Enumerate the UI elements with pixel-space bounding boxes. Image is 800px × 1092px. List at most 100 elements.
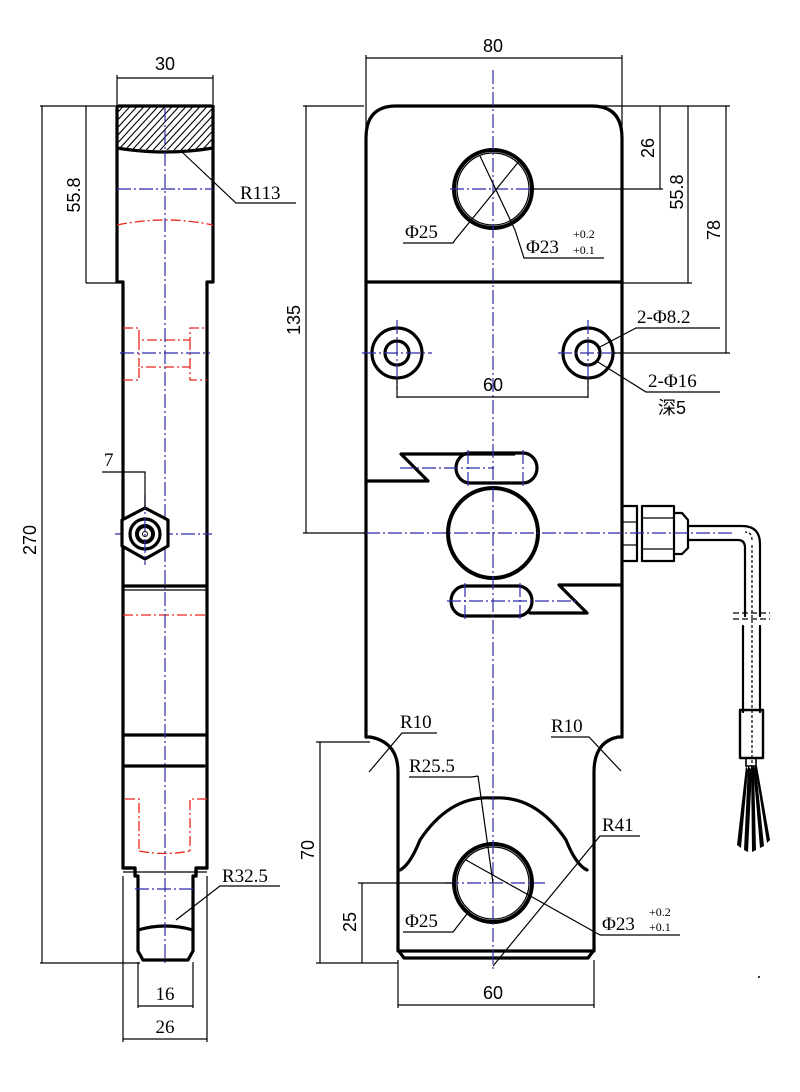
dim-label-width-30: 30 [155, 54, 175, 74]
dim-label-26: 26 [638, 138, 658, 158]
hatch-line [249, 100, 304, 160]
stray-dot [758, 976, 760, 978]
label-7: 7 [104, 450, 114, 471]
leader-r32-5: R32.5 [175, 866, 280, 921]
dim-width-60-mount: 60 [396, 375, 589, 398]
leader-r41: R41 [492, 815, 640, 967]
hatch-line [117, 106, 132, 122]
hatch-line [152, 106, 195, 150]
hatch-line [60, 100, 115, 160]
label-mount-depth: 深5 [658, 398, 686, 418]
dim-label-80: 80 [483, 36, 503, 56]
leader-mount-hole: 2-Φ8.2 2-Φ16 深5 [597, 307, 720, 418]
dim-width-16: 16 [137, 962, 194, 1008]
label-bottom-phi25: Φ25 [405, 911, 438, 932]
lower-slot-oval [449, 584, 534, 618]
label-r10-right: R10 [551, 716, 583, 737]
label-r41: R41 [602, 815, 634, 836]
cable-wires [737, 766, 770, 852]
front-bottom-block [364, 735, 624, 960]
dim-label-55-8-front: 55.8 [667, 174, 687, 209]
label-r10-left: R10 [400, 712, 432, 733]
bottom-hole-leader-line [477, 775, 494, 884]
hatch-line [221, 100, 276, 160]
dim-label-55-8-side: 55.8 [64, 177, 84, 212]
leader-r25-5: R25.5 [409, 756, 479, 778]
dim-width-60-bottom: 60 [397, 960, 595, 1008]
leader-7: 7 [102, 450, 146, 508]
side-view: 30 270 55.8 R113 7 R32.5 16 [20, 54, 311, 1042]
hatch-line [214, 100, 269, 160]
hatch-line [242, 100, 297, 160]
hatch-line [117, 106, 153, 145]
leader-top-phi25: Φ25 [403, 222, 456, 244]
hatch-line [235, 100, 290, 160]
leader-bottom-phi23: Φ23 +0.2 +0.1 [600, 905, 680, 936]
top-hole-leader-line [479, 155, 516, 231]
label-r25-5: R25.5 [409, 756, 455, 777]
dim-height-55-8-side: 55.8 [64, 106, 117, 284]
dim-height-55-8-front: 55.8 [622, 105, 692, 284]
dim-label-height-270: 270 [20, 525, 40, 555]
hatch-line [117, 106, 118, 107]
hatch-line [117, 106, 125, 114]
dim-label-78: 78 [704, 220, 724, 240]
dim-width-26: 26 [122, 876, 208, 1042]
label-mount-large: 2-Φ16 [648, 371, 697, 392]
hatch-line [166, 106, 209, 150]
top-hole-leader-line [454, 159, 521, 241]
hatch-line [159, 106, 202, 150]
dim-height-70: 70 [298, 741, 398, 964]
leader-bottom-phi25: Φ25 [403, 909, 471, 933]
label-top-phi25: Φ25 [405, 222, 438, 243]
hatch-line [117, 106, 146, 137]
dim-label-70: 70 [298, 840, 318, 860]
leader-r10-left: R10 [368, 712, 437, 773]
hatch-line [187, 122, 213, 150]
hatch-line [131, 106, 174, 150]
hatch-line [124, 106, 167, 150]
leader-r10-right: R10 [551, 716, 622, 772]
dim-width-30: 30 [116, 54, 214, 104]
label-top-tol-lower: +0.1 [573, 243, 595, 257]
lower-s-slot [528, 583, 624, 615]
dim-height-26: 26 [533, 105, 663, 190]
hatch-line [138, 106, 181, 150]
hatch-line [117, 106, 160, 150]
label-top-tol-upper: +0.2 [573, 227, 595, 241]
label-top-phi23: Φ23 [526, 237, 559, 258]
hatch-line [256, 100, 311, 160]
leader-top-phi23: Φ23 +0.2 +0.1 [514, 227, 604, 259]
label-bottom-tol-lower: +0.1 [649, 920, 671, 934]
hatch-line [207, 100, 262, 160]
dim-label-16: 16 [156, 984, 175, 1005]
hatch-line [208, 145, 213, 150]
dim-height-135: 135 [284, 105, 366, 534]
side-bottom-stub [121, 866, 209, 962]
hatch-line [117, 106, 139, 130]
cable [686, 524, 770, 780]
dim-label-135: 135 [284, 305, 304, 335]
bottom-hole-leader-line [465, 859, 601, 936]
dim-label-25: 25 [340, 912, 360, 932]
front-view: 80 26 55.8 78 135 Φ25 [284, 36, 770, 1008]
front-top-block [364, 104, 624, 284]
dim-height-78: 78 [613, 105, 730, 354]
side-hidden-line [116, 219, 214, 226]
dim-width-80: 80 [365, 36, 623, 135]
label-bottom-phi23: Φ23 [602, 914, 635, 935]
hatch-line [173, 106, 213, 150]
upper-s-slot [364, 452, 516, 483]
label-mount-small: 2-Φ8.2 [637, 307, 690, 328]
leader-r113: R113 [181, 151, 296, 204]
label-r113: R113 [240, 183, 280, 204]
front-body-outline [364, 280, 624, 739]
dim-label-26: 26 [156, 1017, 175, 1038]
hatch-line [180, 114, 213, 150]
dim-height-25: 25 [340, 882, 455, 963]
label-bottom-tol-upper: +0.2 [649, 905, 671, 919]
dim-label-60-mount: 60 [483, 375, 503, 395]
hatch-line [228, 100, 283, 160]
side-hidden-bore [125, 798, 207, 855]
